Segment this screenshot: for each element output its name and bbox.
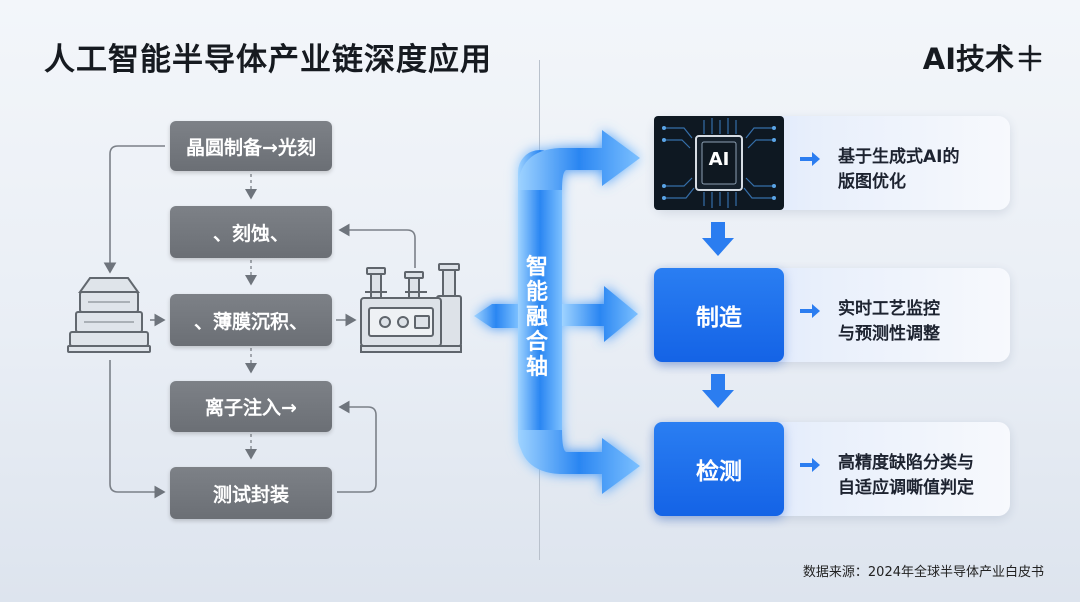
desc-line: 版图优化 <box>838 172 906 192</box>
fusion-axis-label: 智 能 融 合 轴 <box>521 255 553 380</box>
section-title-ai-tech: AI技术 <box>923 36 1044 78</box>
axis-char: 轴 <box>525 355 548 380</box>
desc-line: 实时工艺监控 <box>838 299 940 319</box>
data-source-note: 数据来源：2024年全球半导体产业白皮书 <box>802 565 1044 580</box>
process-connectors <box>103 145 416 499</box>
process-step-label: 、刻蚀、 <box>212 222 289 245</box>
manufacturing-tile: 制造 <box>654 268 784 362</box>
wafer-stack-icon <box>67 277 151 353</box>
inspection-description: 高精度缺陷分类与 自适应调嘶值判定 <box>838 451 974 501</box>
inspection-tile-label: 检测 <box>696 459 742 485</box>
process-step-thin-film: 、薄膜沉积、 <box>170 294 332 346</box>
manufacturing-tile-label: 制造 <box>696 305 742 331</box>
process-step-etching: 、刻蚀、 <box>170 206 332 258</box>
desc-line: 与预测性调整 <box>838 324 940 344</box>
process-step-label: 测试封装 <box>212 483 289 506</box>
ai-layout-description: 基于生成式AI的 版图优化 <box>838 145 959 195</box>
fusion-axis-arrows <box>474 130 640 494</box>
circuit-board-icon <box>662 118 776 208</box>
process-step-label: 晶圆制备→光刻 <box>186 136 316 159</box>
process-step-wafer-lithography: 晶圆制备→光刻 <box>170 121 332 171</box>
cursor-glyph-icon <box>1018 44 1042 72</box>
ai-tech-title-text: AI技术 <box>922 42 1014 76</box>
fab-equipment-icon <box>360 263 462 353</box>
page-title: 人工智能半导体产业链深度应用 <box>44 42 492 78</box>
desc-line: 自适应调嘶值判定 <box>838 478 974 498</box>
inspection-tile: 检测 <box>654 422 784 516</box>
process-step-ion-implant: 离子注入→ <box>170 381 332 432</box>
desc-line: 基于生成式AI的 <box>838 147 960 167</box>
process-step-test-package: 测试封装 <box>170 467 332 519</box>
process-step-label: 、薄膜沉积、 <box>193 310 308 333</box>
manufacturing-description: 实时工艺监控 与预测性调整 <box>838 297 940 347</box>
desc-line: 高精度缺陷分类与 <box>838 453 974 473</box>
ai-chip-tile: AI <box>654 116 784 210</box>
axis-char: 融 <box>525 305 548 330</box>
process-step-label: 离子注入→ <box>205 397 297 419</box>
axis-char: 合 <box>525 330 548 355</box>
axis-char: 智 <box>525 255 548 280</box>
ai-chip-label: AI <box>708 149 730 170</box>
axis-char: 能 <box>525 280 548 305</box>
